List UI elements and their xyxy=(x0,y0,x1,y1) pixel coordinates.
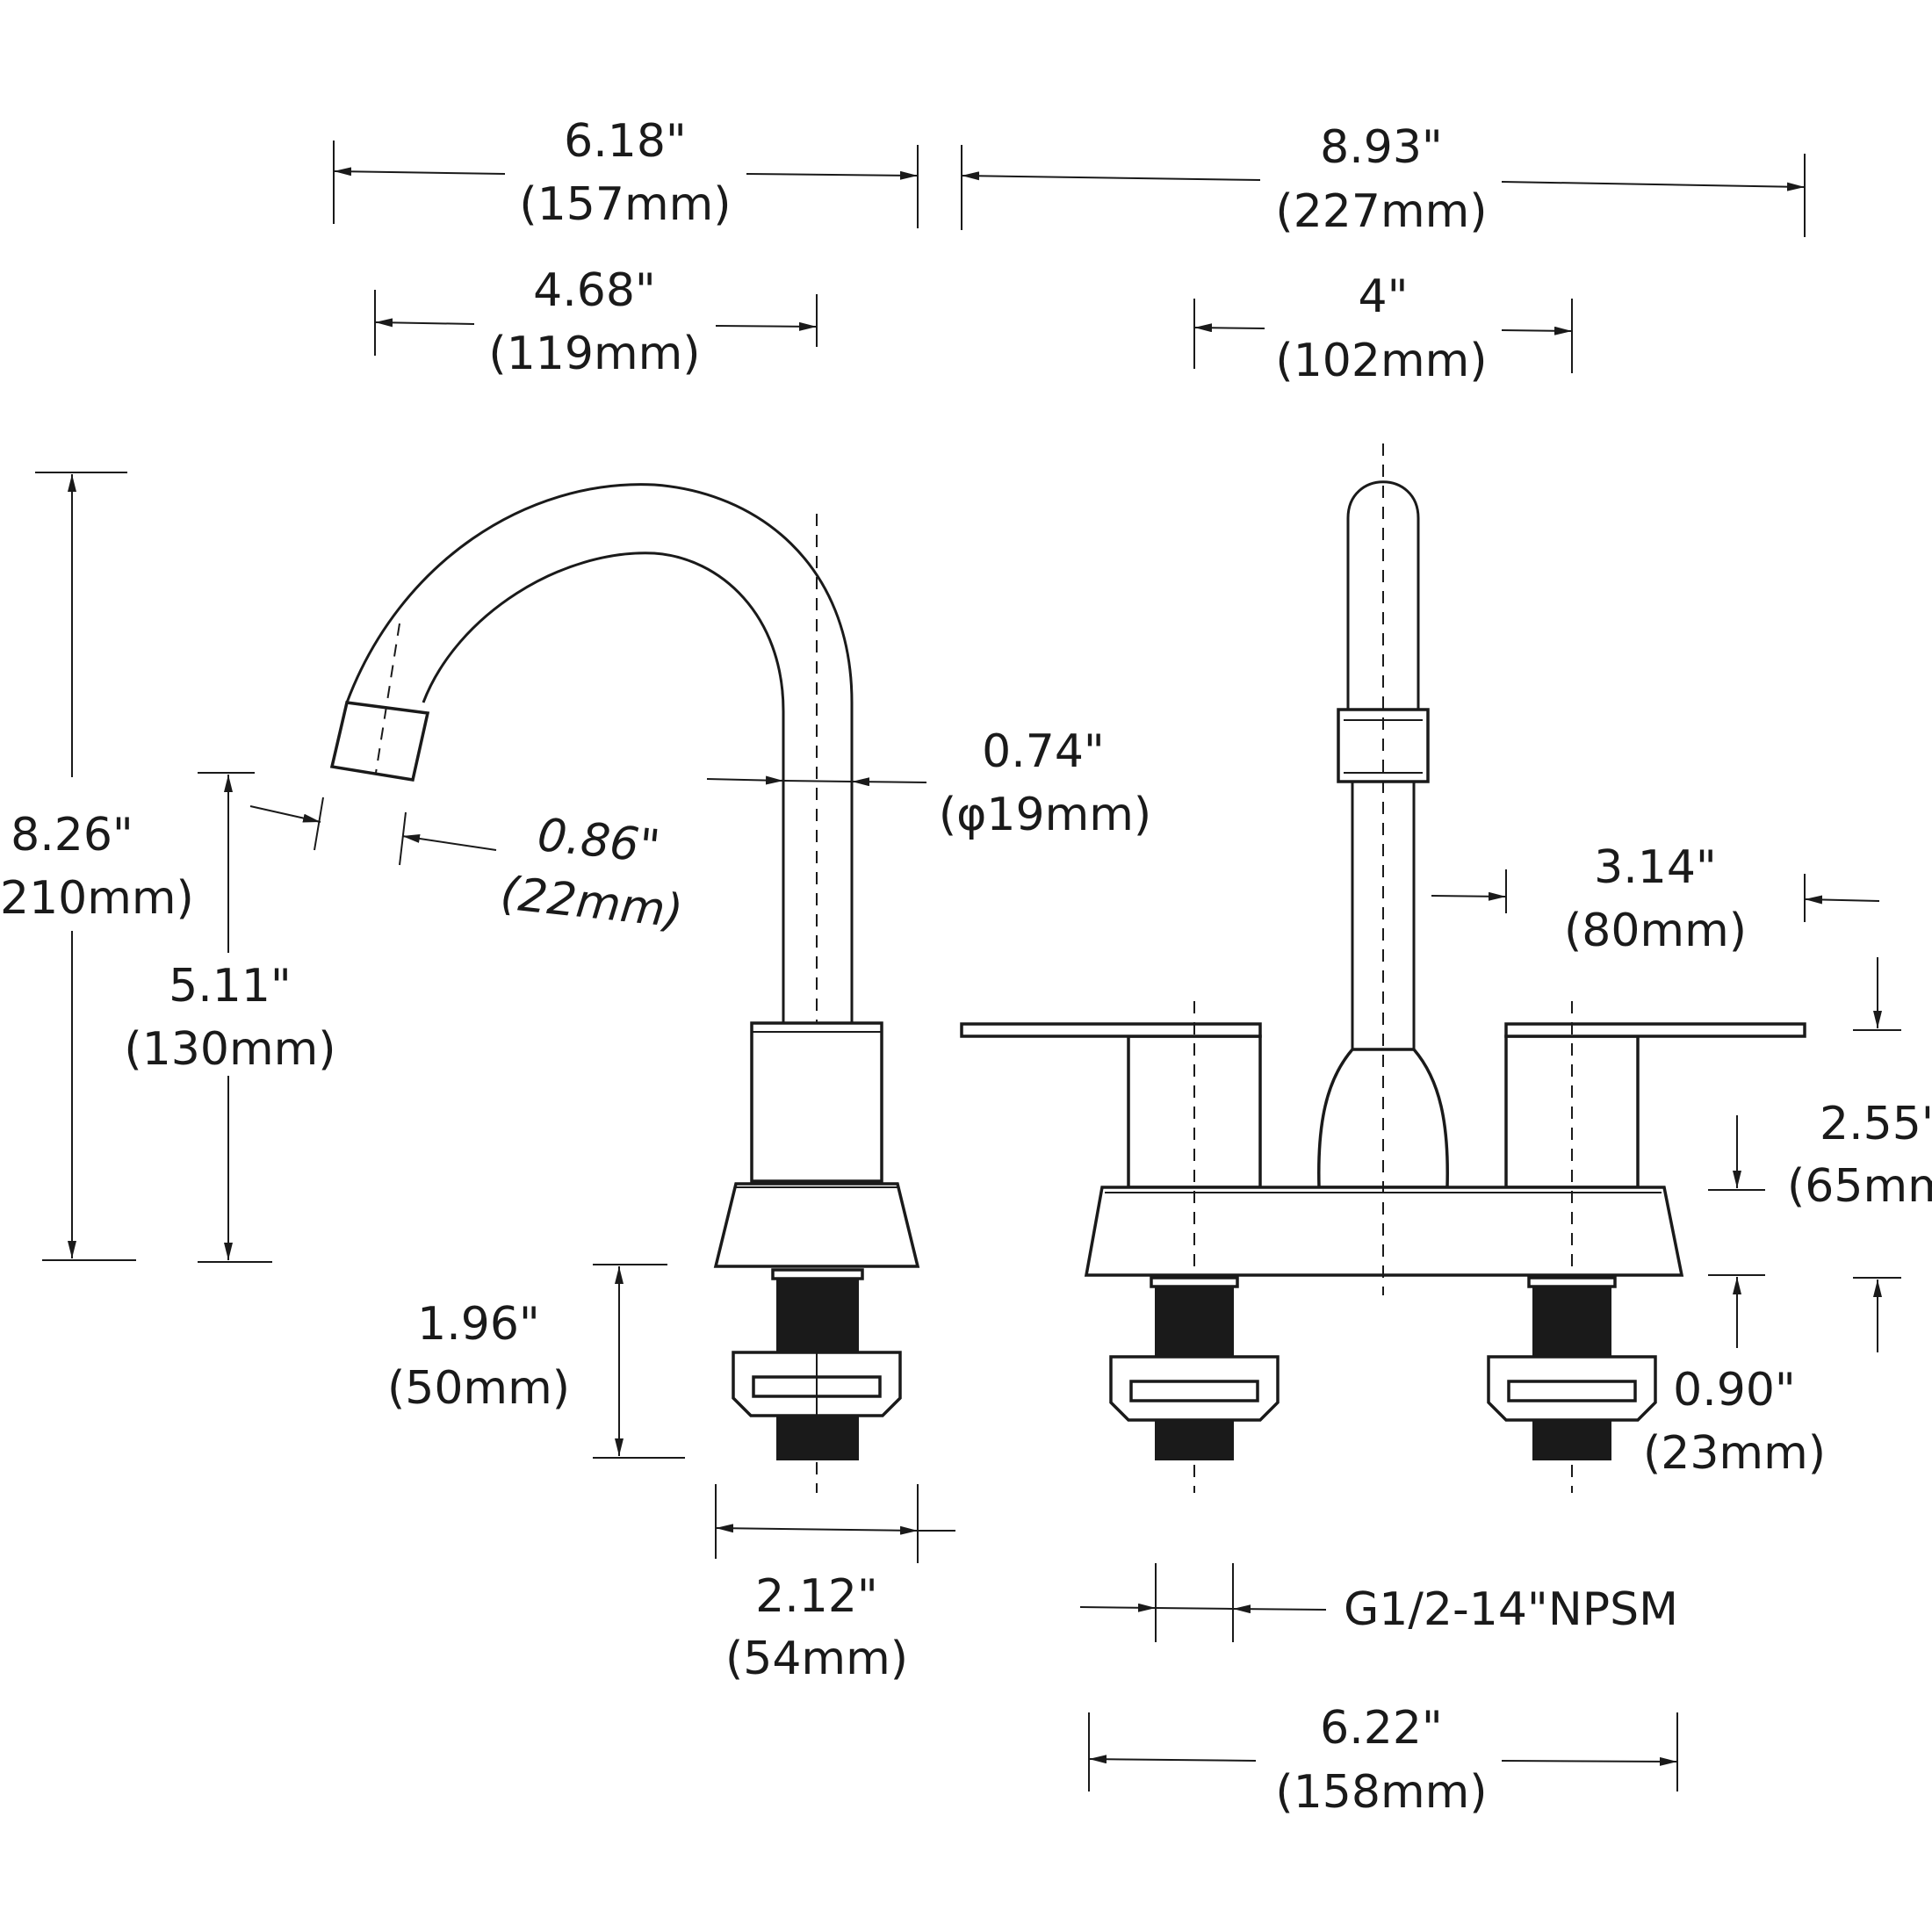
label-handle-height-mm: (65mm xyxy=(1787,1160,1932,1213)
side-escutcheon xyxy=(713,1182,920,1268)
side-view xyxy=(329,483,920,1493)
label-aerator-mm: (22mm) xyxy=(498,867,685,938)
label-base-width-inch: 6.22" xyxy=(1320,1702,1443,1755)
label-spout-reach-mm: (119mm) xyxy=(488,328,700,380)
front-spout-tube xyxy=(1346,480,1420,711)
label-base-height-mm: (23mm) xyxy=(1643,1427,1826,1480)
label-shank-length-inch: 1.96" xyxy=(417,1298,540,1351)
label-spout-height-inch: 5.11" xyxy=(169,960,292,1013)
label-base-width-mm: (158mm) xyxy=(1275,1766,1487,1819)
label-base-depth-mm: (54mm) xyxy=(725,1633,908,1685)
label-base-depth-inch: 2.12" xyxy=(755,1570,878,1623)
label-handle-length-inch: 3.14" xyxy=(1594,841,1717,894)
spout-outer-curve xyxy=(345,483,854,1023)
dimension-lines xyxy=(35,141,1901,1791)
label-width-total-inch: 6.18" xyxy=(564,115,687,168)
label-thread-spec: G1/2-14"NPSM xyxy=(1344,1583,1678,1636)
label-spout-height-mm: (130mm) xyxy=(124,1023,335,1076)
aerator xyxy=(329,701,430,782)
label-handle-length-mm: (80mm) xyxy=(1564,905,1747,957)
label-height-total-inch: 8.26" xyxy=(11,809,133,861)
label-tube-diameter-inch: 0.74" xyxy=(982,725,1105,778)
label-depth-total-inch: 8.93" xyxy=(1320,121,1443,174)
label-aerator-inch: 0.86" xyxy=(535,809,662,874)
dimension-labels: 6.18" (157mm) 4.68" (119mm) 8.93" (227mm… xyxy=(0,115,1932,1819)
spout-base-cylinder xyxy=(750,1021,883,1183)
label-handle-spacing-inch: 4" xyxy=(1358,270,1408,323)
label-handle-spacing-mm: (102mm) xyxy=(1275,335,1487,387)
label-handle-height-inch: 2.55" xyxy=(1820,1098,1932,1150)
front-view xyxy=(960,443,1806,1493)
label-shank-length-mm: (50mm) xyxy=(387,1362,570,1415)
label-base-height-inch: 0.90" xyxy=(1673,1364,1796,1417)
label-height-total-mm: 210mm) xyxy=(0,872,194,925)
spout-inner-curve xyxy=(422,551,785,1023)
label-tube-diameter-mm: (φ19mm) xyxy=(939,789,1151,841)
label-spout-reach-inch: 4.68" xyxy=(533,264,656,317)
label-width-total-mm: (157mm) xyxy=(519,178,731,231)
left-handle-lever xyxy=(960,1022,1262,1038)
right-handle-lever xyxy=(1504,1022,1806,1038)
label-depth-total-mm: (227mm) xyxy=(1275,185,1487,238)
